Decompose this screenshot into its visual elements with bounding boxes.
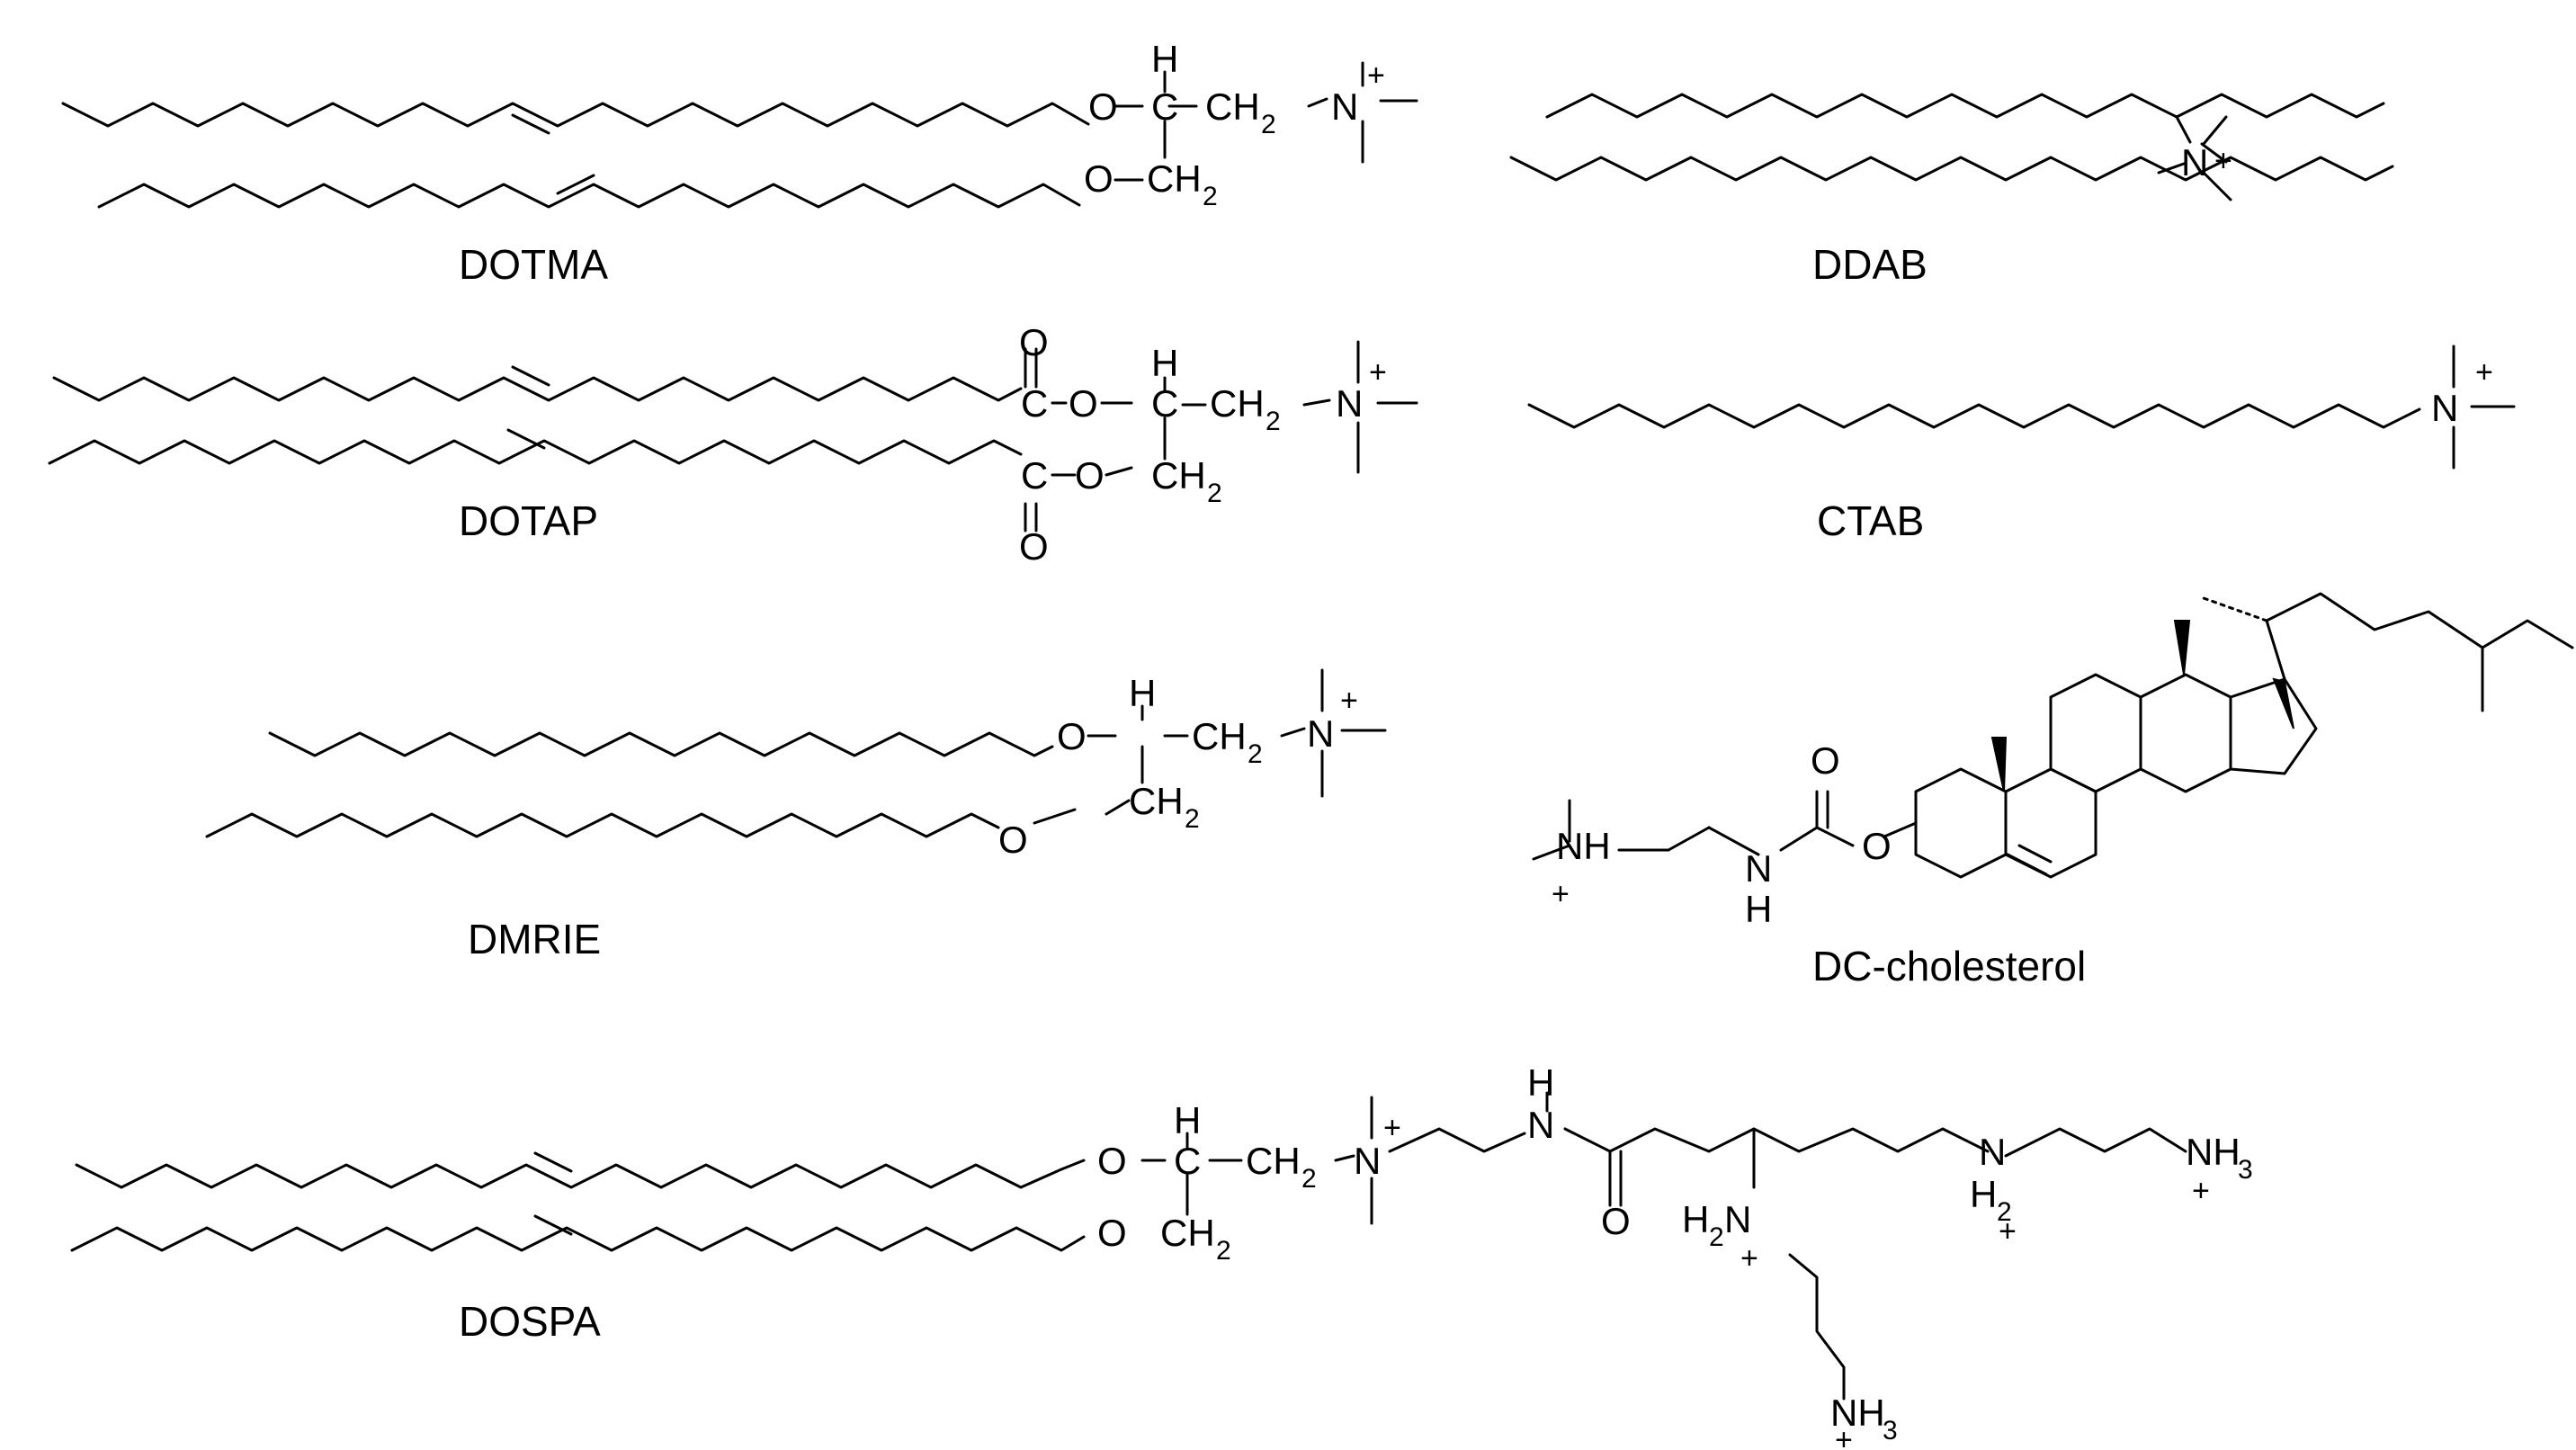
dospa-h2n-n: N (1724, 1198, 1751, 1240)
dmrie-label: DMRIE (468, 916, 601, 962)
dotap-o-carbonyl2: O (1019, 525, 1049, 568)
dotma-sub2-b: 2 (1203, 182, 1218, 211)
ddab-plus: + (2214, 144, 2232, 178)
dospa-h2n-plus: + (1740, 1241, 1758, 1275)
dospa-nh3-bottom: NH (1830, 1392, 1885, 1434)
dospa-nh3-right: NH (2186, 1131, 2241, 1173)
dotma-n: N (1331, 85, 1358, 128)
dospa-plus: + (1383, 1111, 1401, 1145)
dospa-o2: O (1097, 1212, 1127, 1254)
dmrie-sub2-b: 2 (1185, 804, 1200, 834)
dospa-sub2: 2 (1301, 1164, 1317, 1194)
dotma-o1: O (1088, 85, 1118, 128)
dc-cholesterol-structure: O O N H NH + DC-cholesterol (1532, 592, 2574, 989)
dotma-ch: CH (1205, 85, 1260, 128)
dospa-amide-n: N (1527, 1104, 1554, 1146)
dotma-structure: O C H CH 2 N + O CH 2 DOTMA (61, 38, 1418, 288)
dospa-ch-b: CH (1160, 1212, 1215, 1254)
dmrie-o1: O (1057, 715, 1087, 757)
dmrie-n: N (1307, 712, 1334, 755)
dospa-nh2-sub2: 2 (1997, 1197, 2012, 1227)
dospa-h: H (1174, 1099, 1201, 1141)
dc-chol-o-carbonyl: O (1811, 739, 1840, 782)
ddab-label: DDAB (1812, 241, 1928, 288)
dotap-c: C (1151, 382, 1178, 425)
dospa-h2n-sub2: 2 (1709, 1222, 1724, 1252)
dospa-amide-h: H (1527, 1061, 1554, 1104)
dospa-o-carbonyl: O (1601, 1200, 1631, 1242)
dospa-label: DOSPA (459, 1298, 601, 1345)
ddab-structure: N + DDAB (1509, 93, 2394, 288)
dospa-c: C (1174, 1140, 1201, 1182)
dc-chol-plus: + (1552, 877, 1570, 911)
ctab-plus: + (2475, 355, 2493, 389)
dotap-sub2: 2 (1266, 407, 1281, 436)
dospa-h2n-h: H (1682, 1198, 1709, 1240)
dmrie-sub2: 2 (1248, 739, 1263, 769)
dmrie-ch-b: CH (1129, 780, 1184, 822)
dospa-n: N (1354, 1140, 1381, 1182)
dotap-c2: C (1021, 454, 1048, 497)
dospa-nh2-h: H (1970, 1173, 1997, 1215)
dotma-plus: + (1367, 58, 1385, 93)
dotap-sub2-b: 2 (1207, 479, 1222, 508)
dotma-o2: O (1084, 157, 1114, 200)
dc-cholesterol-label: DC-cholesterol (1812, 943, 2086, 989)
dmrie-structure: O H CH 2 N + CH 2 O DMRIE (205, 668, 1387, 962)
dospa-nh2-plus: + (1999, 1214, 2017, 1249)
dotap-ch: CH (1210, 382, 1265, 425)
dc-chol-h: H (1745, 888, 1772, 930)
ctab-label: CTAB (1817, 497, 1924, 544)
dc-chol-n: N (1745, 847, 1772, 890)
dotap-o2: O (1075, 454, 1105, 497)
dotap-h: H (1151, 342, 1178, 384)
dospa-nh3-right-plus: + (2192, 1174, 2210, 1208)
dotap-n: N (1336, 382, 1363, 425)
dospa-nh3-bottom-sub: 3 (1883, 1416, 1898, 1446)
dotma-ch-b: CH (1147, 157, 1202, 200)
dmrie-plus: + (1340, 684, 1358, 718)
ddab-n: N (2181, 141, 2208, 183)
dospa-nh3-bottom-plus: + (1835, 1423, 1853, 1450)
dc-chol-o-ester: O (1862, 825, 1892, 867)
dospa-nh2-n: N (1979, 1131, 2006, 1173)
dotma-c: C (1151, 85, 1178, 128)
dotap-o-carbonyl1: O (1019, 321, 1049, 363)
dmrie-h: H (1129, 672, 1156, 714)
dotap-o1: O (1069, 382, 1098, 425)
dospa-o1: O (1097, 1140, 1127, 1182)
ctab-structure: N + CTAB (1527, 345, 2516, 544)
dospa-sub2-b: 2 (1216, 1236, 1231, 1266)
dotap-structure: O C O C H CH 2 N + C O CH 2 O DOTAP (48, 321, 1418, 568)
dospa-structure: O C H CH 2 N + O CH 2 H N O H 2 N + N H … (70, 1061, 2253, 1450)
dmrie-o2: O (998, 819, 1028, 861)
dc-chol-nh: NH (1556, 825, 1611, 867)
dotap-c1: C (1021, 382, 1048, 425)
ctab-n: N (2431, 387, 2458, 429)
dotap-label: DOTAP (459, 497, 598, 544)
dospa-ch: CH (1246, 1140, 1301, 1182)
dotma-label: DOTMA (459, 241, 608, 288)
dospa-nh3-right-sub: 3 (2238, 1155, 2253, 1185)
dmrie-ch: CH (1192, 715, 1247, 757)
dotap-ch-b: CH (1151, 454, 1206, 497)
dotap-plus: + (1369, 355, 1387, 389)
dotma-h: H (1151, 38, 1178, 80)
dotma-sub2: 2 (1261, 110, 1276, 139)
